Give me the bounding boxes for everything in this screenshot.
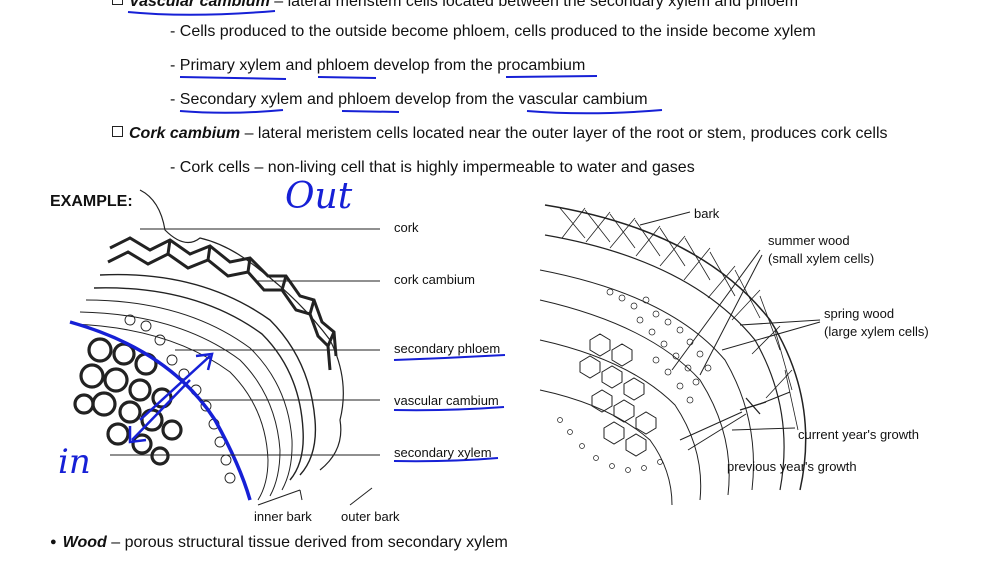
label-spring-wood-note: (large xylem cells): [824, 324, 929, 339]
ring-2: [539, 299, 730, 496]
ring-3: [539, 339, 702, 501]
vascular-cambium-term: Vascular cambium: [129, 0, 270, 10]
wood-term: Wood: [62, 534, 107, 551]
summer-wood-cells: [557, 288, 712, 473]
label-current-growth: current year's growth: [798, 427, 919, 442]
checkbox-icon: [112, 0, 123, 5]
arrow-in-ink: [131, 379, 191, 441]
vascular-sub-1: - Cells produced to the outside become p…: [170, 23, 816, 40]
label-summer-wood-note: (small xylem cells): [768, 251, 875, 266]
cork-cambium-definition: – lateral meristem cells located near th…: [240, 125, 888, 142]
wood-line: ● Wood – porous structural tissue derived…: [50, 532, 508, 553]
checkbox-icon: [112, 126, 123, 137]
bark-inner: [544, 234, 785, 491]
underline-phloem-1: [317, 76, 377, 79]
underline-vascular-cambium-2: [526, 109, 663, 115]
example-heading: EXAMPLE:: [50, 193, 133, 210]
handwritten-in: in: [58, 442, 91, 482]
label-cork: cork: [394, 220, 419, 235]
vascular-cambium-line-ink: [69, 320, 252, 501]
bullet-icon: ●: [50, 536, 57, 548]
bark-hatching: [559, 207, 799, 431]
vascular-sub-3: - Secondary xylem and phloem develop fro…: [170, 91, 648, 108]
underline-vascular-cambium-label: [393, 406, 505, 412]
handwritten-annotations: [69, 320, 252, 501]
label-bark: bark: [694, 206, 720, 221]
label-secondary-xylem: secondary xylem: [394, 445, 492, 460]
vascular-cambium-line: Vascular cambium – lateral meristem cell…: [112, 0, 798, 12]
underline-phloem-2: [341, 110, 400, 113]
arrow-out-ink: [139, 355, 211, 421]
right-leader-lines: [639, 211, 821, 451]
underline-procambium: [505, 75, 598, 78]
cork-cambium-line: Cork cambium – lateral meristem cells lo…: [112, 124, 888, 144]
label-outer-bark: outer bark: [341, 509, 400, 524]
left-leader-lines: [110, 228, 380, 506]
underline-secondary-phloem: [393, 354, 506, 361]
label-secondary-phloem: secondary phloem: [394, 341, 501, 356]
underline-vascular-cambium: [127, 10, 276, 16]
secondary-xylem-cells: [73, 337, 183, 466]
cork-cells: [107, 236, 338, 371]
label-cork-cambium: cork cambium: [394, 272, 475, 287]
wood-definition: – porous structural tissue derived from …: [106, 534, 508, 551]
stem-cross-section: [73, 189, 344, 501]
text-underlines: [127, 10, 663, 463]
cork-cambium-term: Cork cambium: [129, 125, 241, 142]
vascular-cambium-definition: – lateral meristem cells located between…: [269, 0, 799, 10]
handwritten-out: Out: [285, 176, 353, 217]
cork-sub-1: - Cork cells – non-living cell that is h…: [170, 159, 695, 176]
underline-secondary-xylem: [179, 109, 284, 114]
ring-1: [539, 269, 754, 491]
label-inner-bark: inner bark: [254, 509, 312, 524]
cork-cambium-cells: [93, 273, 317, 481]
underline-secondary-xylem-label: [393, 457, 499, 463]
underline-primary-xylem: [179, 76, 287, 80]
vascular-sub-2: - Primary xylem and phloem develop from …: [170, 57, 586, 74]
wood-cross-section: [539, 204, 807, 506]
label-spring-wood: spring wood: [824, 306, 895, 321]
label-summer-wood: summer wood: [768, 233, 850, 248]
label-vascular-cambium: vascular cambium: [394, 393, 499, 408]
bark-outer: [544, 204, 807, 491]
ring-4: [539, 389, 673, 506]
secondary-phloem-cells: [73, 299, 293, 501]
label-previous-growth: previous year's growth: [727, 459, 857, 474]
spring-wood-cells: [579, 333, 657, 457]
